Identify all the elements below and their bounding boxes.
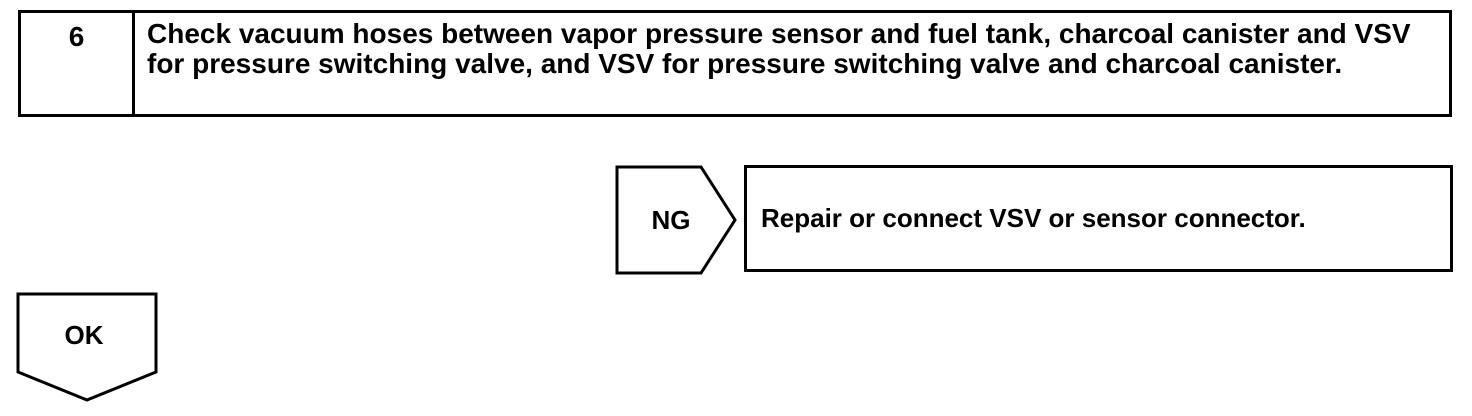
step-box: 6 Check vacuum hoses between vapor press… — [18, 10, 1452, 117]
ng-arrow-icon — [615, 165, 737, 275]
step-number: 6 — [21, 13, 135, 114]
ok-label: OK — [64, 320, 104, 350]
ng-action-box: Repair or connect VSV or sensor connecto… — [744, 165, 1453, 272]
step-instruction: Check vacuum hoses between vapor pressur… — [147, 18, 1411, 79]
ok-arrow-icon — [16, 292, 158, 402]
ng-action-text: Repair or connect VSV or sensor connecto… — [761, 203, 1306, 233]
ng-label: NG — [651, 205, 691, 235]
